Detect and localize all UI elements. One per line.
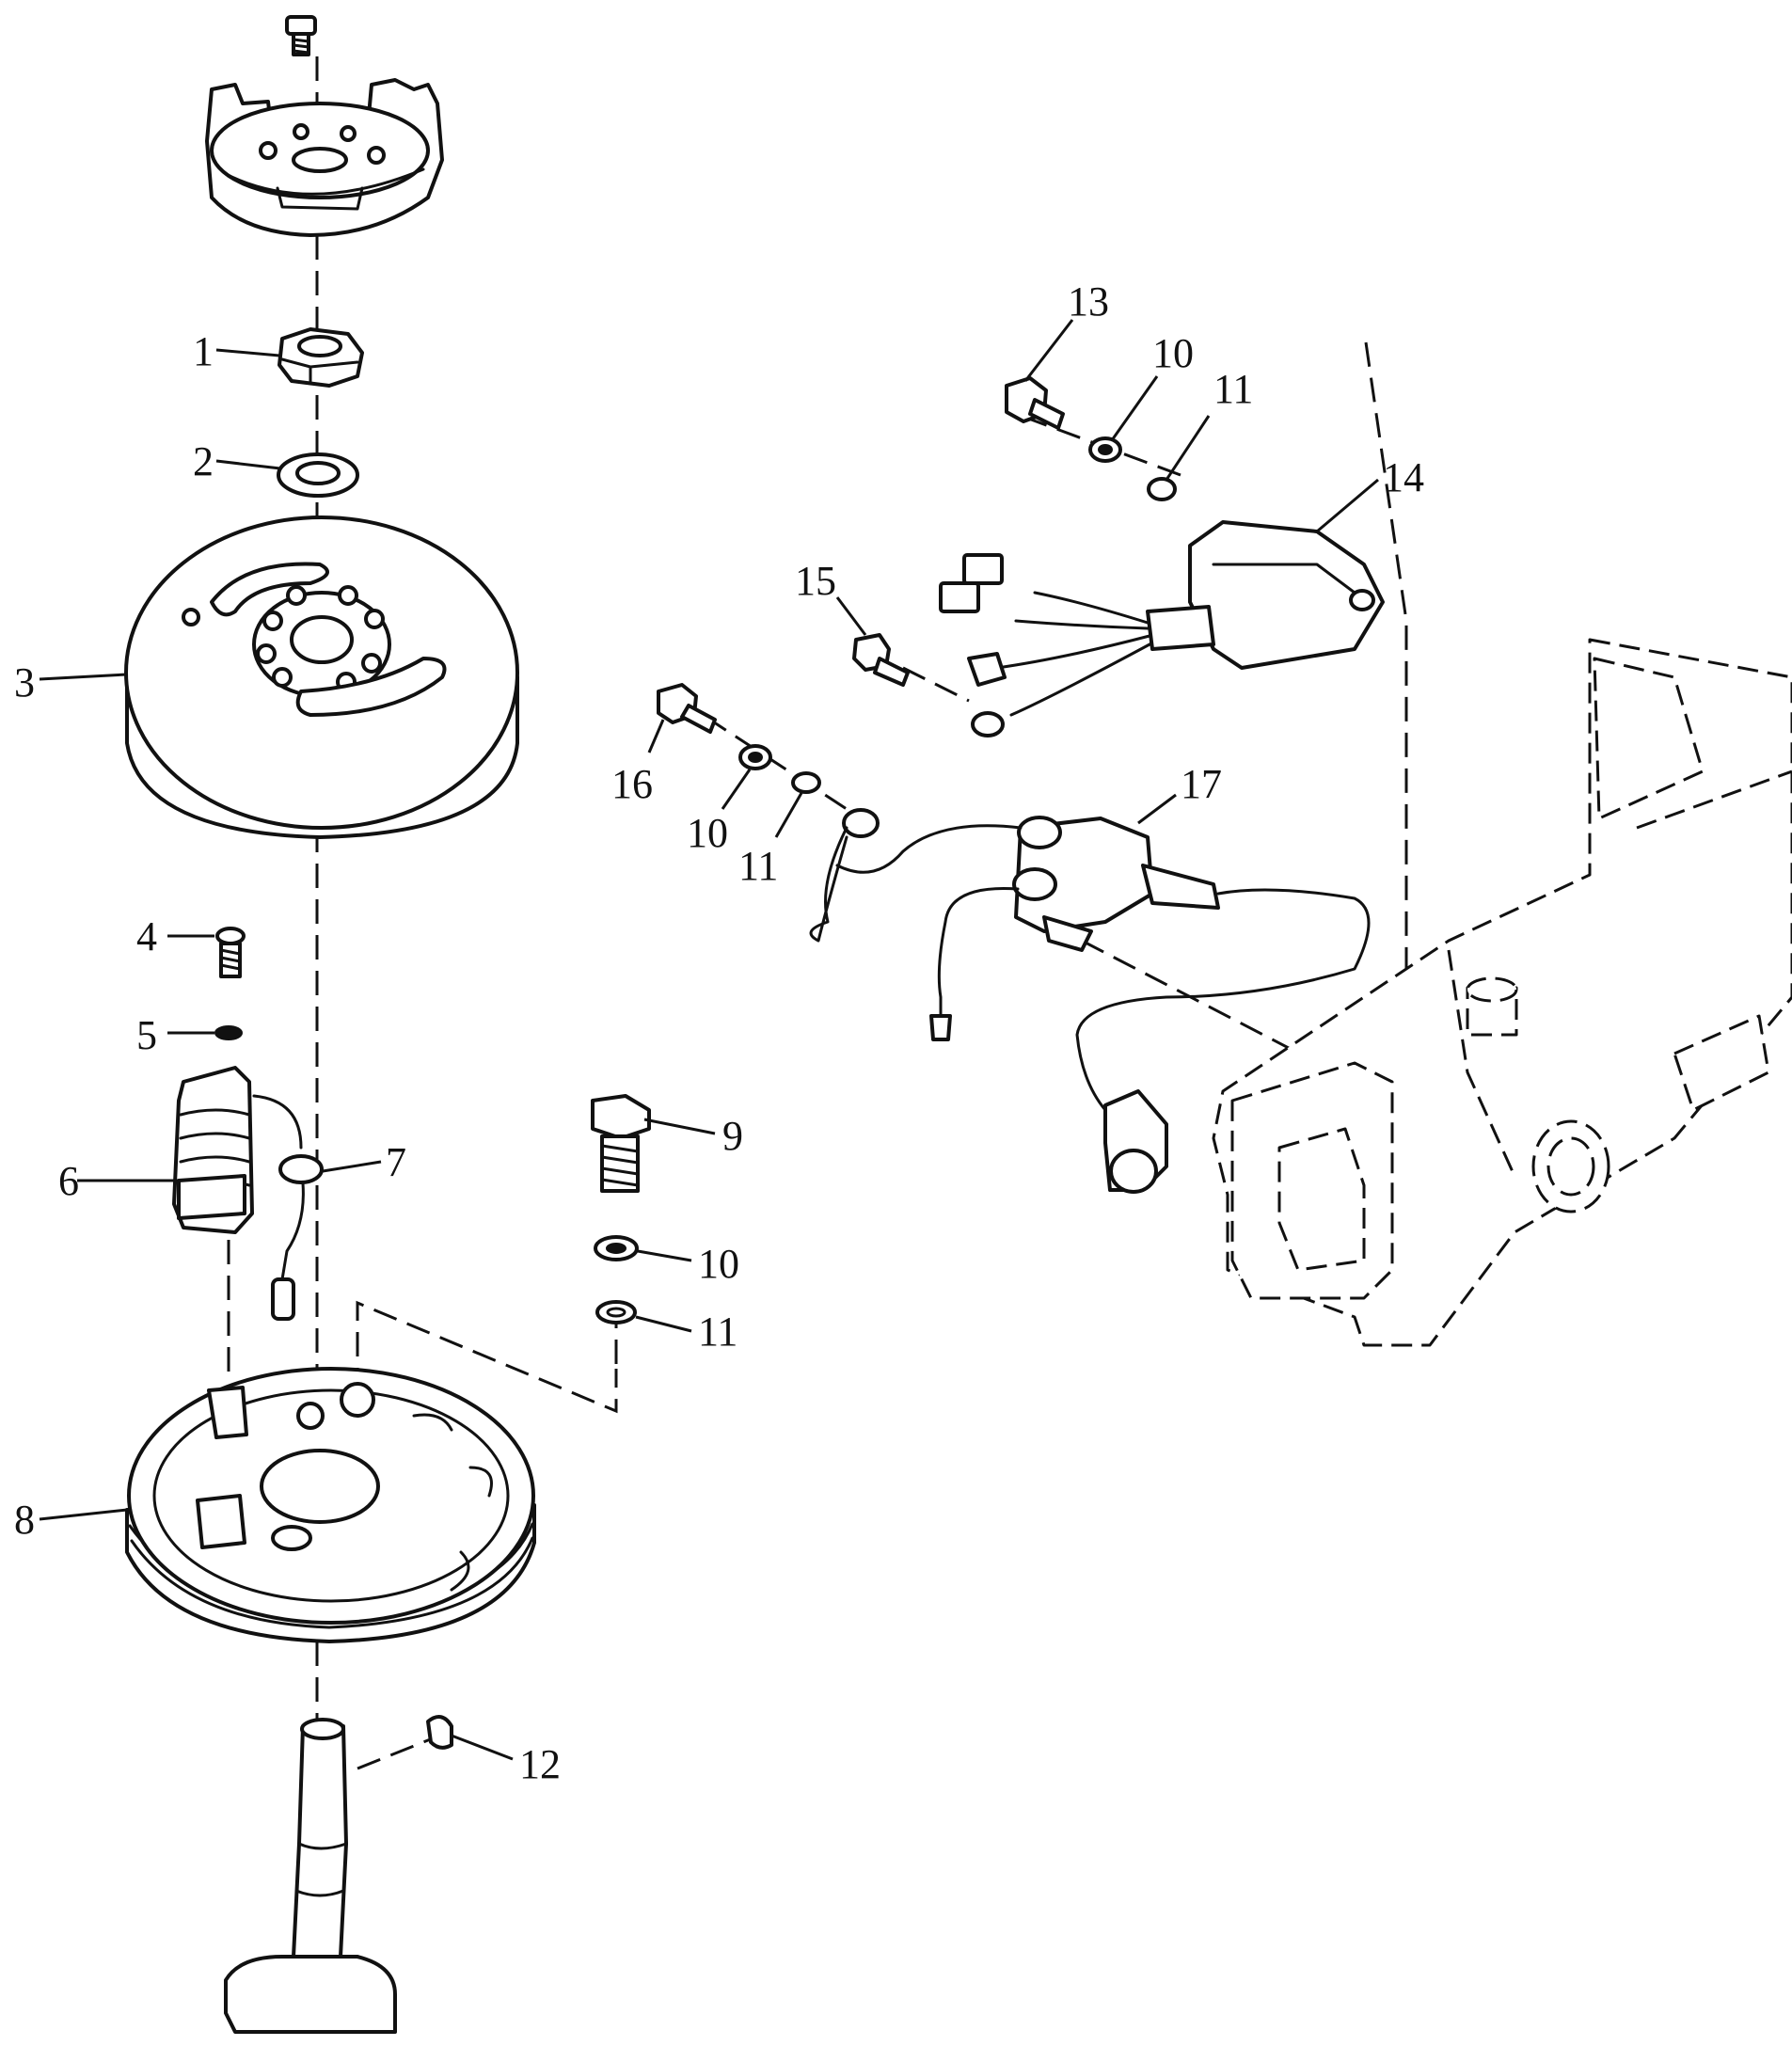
crankshaft	[224, 1718, 397, 2034]
callout-9: 9	[722, 1113, 743, 1159]
stator-bolt-washers	[594, 1235, 639, 1324]
stator-bolt	[591, 1094, 651, 1193]
ignition-coil-bolt	[657, 683, 717, 734]
callout-10-b: 10	[1152, 330, 1194, 376]
woodruff-key	[426, 1715, 453, 1750]
ignition-coil	[809, 808, 1371, 1194]
engine-crankcase	[1212, 638, 1792, 1347]
coil-wire-grommet	[271, 1154, 324, 1321]
callout-7: 7	[386, 1139, 406, 1185]
callout-8: 8	[14, 1497, 35, 1543]
callout-labels: 1 2 3 4 5 6 7 8 9 10 11 12 13 10 11 14 1…	[14, 278, 1424, 1787]
callout-3: 3	[14, 659, 35, 706]
callout-10-c: 10	[687, 810, 728, 856]
callout-4: 4	[136, 913, 157, 960]
cdi-washers	[1088, 436, 1177, 501]
callout-1: 1	[193, 328, 214, 374]
callout-12: 12	[519, 1741, 561, 1787]
cdi-ground-screw	[852, 633, 910, 687]
charge-coil	[172, 1066, 303, 1234]
ignition-coil-washers	[738, 744, 821, 794]
cdi-unit	[939, 520, 1385, 738]
callout-15: 15	[795, 558, 836, 604]
flywheel-washer	[277, 452, 359, 498]
callout-11-c: 11	[738, 843, 778, 889]
callout-6: 6	[58, 1158, 79, 1204]
callout-2: 2	[193, 438, 214, 484]
stator-base-plate	[125, 1367, 536, 1643]
starter-pulley	[205, 78, 444, 237]
callout-13: 13	[1068, 278, 1109, 325]
callout-10-a: 10	[698, 1241, 739, 1287]
flywheel-nut	[278, 327, 364, 388]
callout-5: 5	[136, 1012, 157, 1058]
callout-11-b: 11	[1213, 366, 1253, 412]
callout-17: 17	[1181, 761, 1222, 807]
top-screw	[285, 15, 317, 56]
coil-washer	[214, 1025, 243, 1040]
leader-lines	[39, 319, 1379, 1761]
callout-16: 16	[611, 761, 653, 807]
flywheel	[124, 515, 519, 839]
coil-screw	[215, 927, 246, 978]
callout-14: 14	[1383, 454, 1424, 500]
cdi-bolt	[1005, 376, 1065, 430]
callout-11-a: 11	[698, 1308, 737, 1355]
